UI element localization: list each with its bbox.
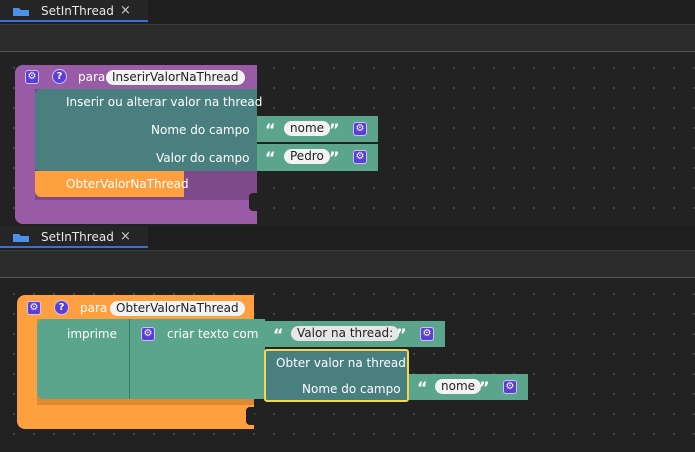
text-field[interactable]: Pedro bbox=[284, 149, 330, 164]
gear-icon[interactable]: ⚙ bbox=[27, 301, 41, 315]
close-icon[interactable]: × bbox=[120, 229, 131, 244]
blockly-tab-icon bbox=[13, 8, 29, 16]
editor-panel-bottom: SetInThread × ⚙ ? para ObterValorNaThrea… bbox=[0, 226, 695, 452]
text-block-nome[interactable]: “ nome ” ⚙ bbox=[257, 116, 378, 142]
bottom-notch bbox=[249, 193, 257, 211]
blockly-tab-icon bbox=[13, 234, 29, 242]
call-procedure-label: ObterValorNaThread bbox=[66, 177, 189, 191]
tab-label: SetInThread bbox=[41, 230, 114, 244]
gear-icon[interactable]: ⚙ bbox=[141, 327, 155, 341]
create-text-label: criar texto com bbox=[167, 327, 259, 341]
bottom-notch bbox=[246, 407, 254, 425]
tab-label: SetInThread bbox=[41, 4, 114, 18]
text-block-pedro[interactable]: “ Pedro ” ⚙ bbox=[257, 144, 378, 171]
tab-bar: SetInThread × bbox=[0, 0, 695, 25]
tab-setinthread[interactable]: SetInThread × bbox=[0, 226, 148, 248]
field-value-label: Valor do campo bbox=[156, 151, 250, 165]
print-block[interactable]: imprime bbox=[37, 319, 130, 399]
open-quote: “ bbox=[265, 148, 276, 167]
field-name-label: Nome do campo bbox=[302, 382, 401, 396]
gear-icon[interactable]: ⚙ bbox=[353, 150, 367, 164]
procedure-name-field[interactable]: InserirValorNaThread bbox=[106, 70, 245, 85]
blockly-workspace[interactable]: ⚙ ? para InserirValorNaThread Inserir ou… bbox=[0, 52, 695, 226]
question-mark-icon[interactable]: ? bbox=[54, 300, 69, 315]
close-quote: ” bbox=[396, 325, 407, 344]
insert-thread-value-title: Inserir ou alterar valor na thread bbox=[66, 95, 263, 109]
call-procedure-block[interactable]: ObterValorNaThread bbox=[35, 171, 189, 197]
close-quote: ” bbox=[329, 148, 340, 167]
text-field[interactable]: nome bbox=[284, 121, 331, 136]
open-quote: “ bbox=[273, 325, 284, 344]
procedure-name-field[interactable]: ObterValorNaThread bbox=[110, 301, 245, 316]
tab-bar: SetInThread × bbox=[0, 226, 695, 251]
toolbar bbox=[0, 25, 695, 52]
blockly-workspace[interactable]: ⚙ ? para ObterValorNaThread imprime ⚙ cr… bbox=[0, 278, 695, 452]
get-thread-value-block[interactable]: Obter valor na thread Nome do campo bbox=[264, 349, 409, 402]
get-thread-value-title: Obter valor na thread bbox=[276, 356, 406, 370]
open-quote: “ bbox=[265, 120, 276, 139]
tab-setinthread[interactable]: SetInThread × bbox=[0, 0, 148, 22]
question-mark-icon[interactable]: ? bbox=[52, 69, 67, 84]
editor-panel-top: SetInThread × ⚙ ? para InserirValorNaThr… bbox=[0, 0, 695, 226]
text-field[interactable]: Valor na thread: bbox=[291, 326, 400, 341]
print-label: imprime bbox=[67, 327, 117, 341]
procedure-bottom-bar bbox=[15, 200, 257, 224]
open-quote: “ bbox=[417, 378, 428, 397]
gear-icon[interactable]: ⚙ bbox=[503, 380, 517, 394]
insert-thread-value-block[interactable]: Inserir ou alterar valor na thread Nome … bbox=[35, 89, 262, 171]
create-text-block[interactable]: ⚙ criar texto com bbox=[130, 319, 265, 399]
close-quote: ” bbox=[329, 120, 340, 139]
procedure-keyword: para bbox=[78, 70, 106, 84]
close-quote: ” bbox=[479, 378, 490, 397]
gear-icon[interactable]: ⚙ bbox=[25, 70, 39, 84]
text-block-nome[interactable]: “ nome ” ⚙ bbox=[409, 374, 528, 400]
text-block-valor-na-thread[interactable]: “ Valor na thread: ” ⚙ bbox=[265, 321, 445, 347]
text-field[interactable]: nome bbox=[435, 379, 482, 394]
close-icon[interactable]: × bbox=[120, 3, 131, 18]
procedure-keyword: para bbox=[80, 301, 108, 315]
field-name-label: Nome do campo bbox=[151, 123, 250, 137]
gear-icon[interactable]: ⚙ bbox=[420, 327, 434, 341]
toolbar bbox=[0, 251, 695, 278]
gear-icon[interactable]: ⚙ bbox=[353, 122, 367, 136]
